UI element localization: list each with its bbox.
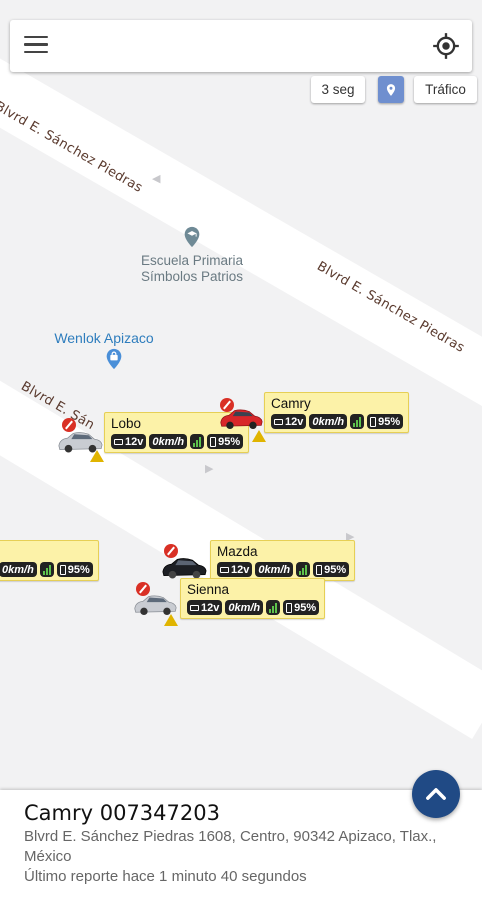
vehicle-name: Lobo [111, 416, 142, 431]
alert-badge-icon [62, 418, 76, 432]
vehicle-name: Sienna [187, 582, 230, 597]
selected-vehicle-address: Blvrd E. Sánchez Piedras 1608, Centro, 9… [24, 828, 437, 865]
signal-bars-icon [269, 602, 278, 613]
vehicle-name: Camry [271, 396, 311, 411]
vehicle-card[interactable]: Sienna 12v 0km/h 95% [180, 578, 326, 619]
speed-stat: 0km/h [255, 562, 294, 577]
battery-plug-icon [220, 566, 229, 573]
signal-stat [266, 600, 281, 615]
vehicle-detail-panel[interactable]: Camry 007347203 Blvrd E. Sánchez Piedras… [0, 790, 482, 900]
battery-icon [370, 416, 377, 427]
location-pin-icon [386, 83, 396, 96]
traffic-toggle-button[interactable]: Tráfico [414, 76, 477, 103]
vehicle-name [0, 544, 93, 560]
expand-panel-button[interactable] [412, 770, 460, 818]
speed-stat: 0km/h [0, 562, 37, 577]
battery-stat: 95% [313, 562, 350, 577]
battery-plug-icon [114, 438, 123, 445]
selected-vehicle-title: Camry 007347203 [24, 801, 220, 825]
markers-toggle-button[interactable] [378, 76, 404, 103]
signal-bars-icon [299, 564, 308, 575]
warning-triangle-icon [252, 430, 266, 442]
warning-triangle-icon [90, 450, 104, 462]
vehicle-card[interactable]: Camry 12v 0km/h 95% [264, 392, 410, 433]
my-location-icon[interactable] [432, 32, 460, 60]
car-black-icon [162, 558, 207, 579]
poi-label-line2: Símbolos Patrios [140, 269, 244, 284]
alert-badge-icon [164, 544, 178, 558]
voltage-stat: 12v [271, 414, 307, 429]
shopping-pin-icon [106, 348, 122, 370]
battery-icon [316, 564, 323, 575]
signal-bars-icon [353, 416, 362, 427]
battery-stat: 95% [283, 600, 320, 615]
battery-icon [59, 564, 66, 575]
poi-escuela-primaria[interactable]: Escuela Primaria Símbolos Patrios [122, 226, 262, 285]
signal-stat [296, 562, 311, 577]
school-pin-icon [184, 226, 200, 248]
voltage-stat: 12v [111, 434, 147, 449]
speed-stat: 0km/h [225, 600, 264, 615]
signal-stat [39, 562, 54, 577]
battery-stat: 95% [56, 562, 93, 577]
vehicle-card[interactable]: Mazda 12v 0km/h 95% [210, 540, 356, 581]
signal-stat [190, 434, 205, 449]
poi-label-line1: Escuela Primaria [140, 253, 244, 268]
voltage-stat: 12v [187, 600, 223, 615]
signal-bars-icon [42, 564, 51, 575]
direction-arrow-icon: ▶ [205, 463, 214, 475]
poi-label-line1: Wenlok Apizaco [54, 330, 154, 346]
chevron-up-icon [426, 788, 446, 800]
battery-icon [286, 602, 293, 613]
battery-stat: 95% [207, 434, 244, 449]
speed-stat: 0km/h [309, 414, 348, 429]
signal-stat [350, 414, 365, 429]
signal-bars-icon [193, 436, 202, 447]
search-bar[interactable] [10, 20, 472, 72]
alert-badge-icon [220, 398, 234, 412]
speed-stat: 0km/h [149, 434, 188, 449]
direction-arrow-icon: ▶ [346, 531, 355, 543]
alert-badge-icon [136, 582, 150, 596]
direction-arrow-icon: ◀ [152, 173, 161, 185]
car-silver-icon [58, 432, 103, 453]
hamburger-menu-icon[interactable] [24, 36, 48, 56]
battery-plug-icon [190, 604, 199, 611]
car-silver-icon [134, 595, 177, 616]
poi-wenlok-apizaco[interactable]: Wenlok Apizaco [40, 330, 168, 375]
battery-plug-icon [274, 418, 283, 425]
warning-triangle-icon [164, 614, 178, 626]
last-report-text: Último reporte hace 1 minuto 40 segundos [24, 868, 307, 885]
battery-icon [210, 436, 217, 447]
battery-stat: 95% [367, 414, 404, 429]
vehicle-card[interactable]: 0km/h 95% [0, 540, 99, 581]
refresh-interval-button[interactable]: 3 seg [311, 76, 365, 103]
map-view[interactable]: Blvrd E. Sánchez Piedras Blvrd E. Sánche… [0, 0, 482, 790]
car-red-icon [220, 409, 263, 430]
vehicle-name: Mazda [217, 544, 258, 559]
voltage-stat: 12v [217, 562, 253, 577]
